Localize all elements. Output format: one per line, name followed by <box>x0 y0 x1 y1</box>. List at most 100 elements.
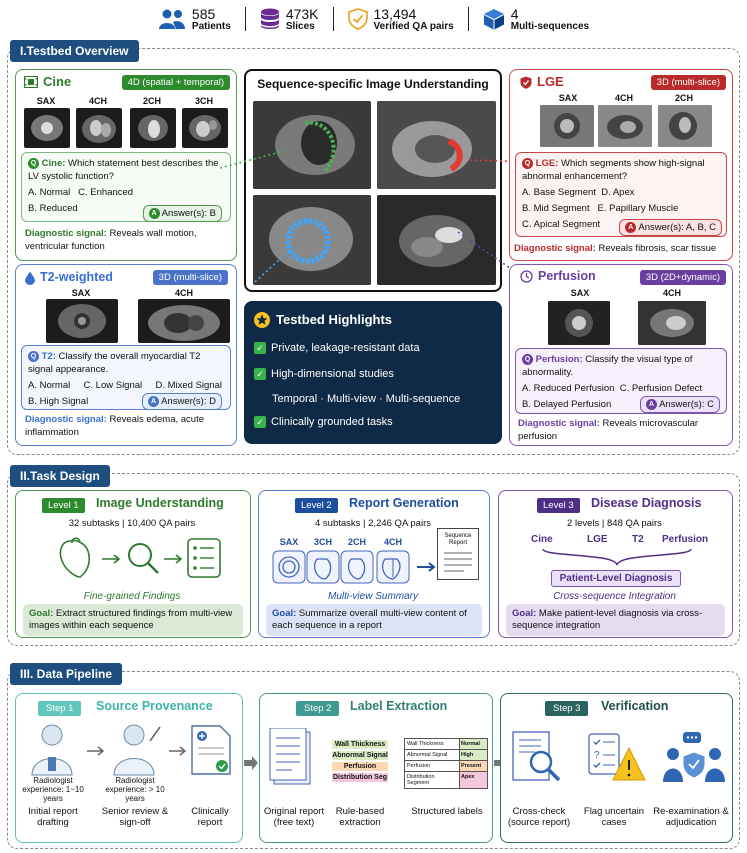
film-icon <box>24 76 38 88</box>
dimension-tag: 3D (multi-slice) <box>152 270 228 285</box>
highlight-item: ✓Private, leakage-resistant data <box>254 342 420 355</box>
step-badge: Step 1 <box>38 701 82 716</box>
clinical-report-icon <box>191 725 231 775</box>
mri-image-t2 <box>253 195 371 285</box>
view-label: 3CH <box>194 96 213 106</box>
sequence-label: LGE <box>587 534 608 545</box>
option: C. Perfusion Defect <box>619 383 703 394</box>
view-label: SAX <box>36 96 56 106</box>
view-label: 2CH <box>674 93 693 103</box>
step-arrow-icon <box>244 756 258 770</box>
stat-value: 473K <box>285 5 319 22</box>
option: B. Reduced <box>28 203 78 214</box>
option: B. Mid Segment <box>522 203 590 214</box>
level-badge: Level 2 <box>295 498 338 513</box>
droplet-icon <box>25 271 35 285</box>
panel-title: Sequence-specific Image Understanding <box>257 77 489 91</box>
option: D. Apex <box>601 187 635 198</box>
arrow-icon <box>417 562 436 572</box>
level2-panel: Level 2 Report Generation 4 subtasks | 2… <box>258 490 490 638</box>
stat-value: 4 <box>510 5 519 22</box>
step-title: Label Extraction <box>350 699 448 713</box>
table-cell: Normal <box>459 739 487 749</box>
highlight-text: Private, leakage-resistant data <box>271 342 420 354</box>
highlights-box: Testbed Highlights ✓Private, leakage-res… <box>244 301 502 444</box>
goal-label: Goal: <box>29 608 54 619</box>
answer-text: Answer(s): B <box>161 208 216 219</box>
diag-text: Reveals edema, acute inflammation <box>25 414 204 438</box>
mri-image-lge <box>377 101 496 189</box>
mri-image-perfusion <box>377 195 496 285</box>
table-cell: Wall Thickness <box>407 741 444 747</box>
level-subtitle: 2 levels | 848 QA pairs <box>567 518 662 529</box>
mri-image <box>46 299 118 343</box>
highlight-item: ✓Clinically grounded tasks <box>254 416 393 429</box>
stat-label: Verified QA pairs <box>373 20 454 32</box>
option: B. Delayed Perfusion <box>522 399 612 410</box>
view-label: 4CH <box>88 96 107 106</box>
view-label: 4CH <box>662 288 681 298</box>
mri-image <box>540 105 594 147</box>
step-title: Source Provenance <box>96 699 213 713</box>
question-text: Which segments show high-signal abnormal… <box>522 158 705 182</box>
report-icon: Sequence Report <box>437 528 479 580</box>
option: A. Normal <box>28 187 71 198</box>
question-icon: Q <box>28 157 39 169</box>
question-label: T2: <box>41 351 56 362</box>
mri-image <box>182 108 228 148</box>
highlight-subtext: Temporal · Multi-view · Multi-sequence <box>272 393 461 405</box>
view-label: SAX <box>570 288 590 298</box>
shield-check-icon <box>347 8 368 30</box>
question-label: LGE: <box>535 158 559 169</box>
diag-text: Reveals wall motion, ventricular functio… <box>25 228 197 252</box>
connector-t2 <box>254 249 291 283</box>
mri-image-cine <box>253 101 371 189</box>
mri-image <box>24 108 70 148</box>
goal-label: Goal: <box>512 608 537 619</box>
divider <box>467 7 469 31</box>
answer-badge: A Answer(s): B <box>142 205 222 222</box>
connector-lines <box>219 149 536 283</box>
arrow-icon <box>87 746 105 756</box>
option: C. Apical Segment <box>522 219 601 230</box>
mri-image <box>76 108 122 148</box>
highlight-item: ✓High-dimensional studies <box>254 368 394 381</box>
level-badge: Level 3 <box>537 498 580 513</box>
step-caption: Clinically report <box>191 806 229 828</box>
diag-label: Diagnostic signal: <box>25 228 107 239</box>
option: C. Enhanced <box>78 187 134 198</box>
shield-icon <box>520 76 532 89</box>
sequence-label: Perfusion <box>662 534 709 545</box>
level-title: Report Generation <box>349 496 459 510</box>
stat-label: Multi-sequences <box>510 20 590 32</box>
step-badge: Step 2 <box>296 701 340 716</box>
view-label: 2CH <box>142 96 161 106</box>
arrow-icon <box>102 554 121 564</box>
stat-label: Patients <box>191 20 231 32</box>
step-caption: Rule-based extraction <box>335 806 385 828</box>
question-label: Perfusion: <box>535 354 583 365</box>
answer-icon: A <box>625 221 637 233</box>
svg-text:?: ? <box>594 750 600 761</box>
option: A. Reduced Perfusion <box>522 383 615 394</box>
question-label: Cine: <box>41 158 66 169</box>
option: C. Low Signal <box>83 380 143 391</box>
diagnostic-signal: Diagnostic signal: Reveals fibrosis, sca… <box>514 242 732 255</box>
view-label: 3CH <box>313 537 332 547</box>
option: A. Base Segment <box>522 187 596 198</box>
lge-panel: LGE 3D (multi-slice) SAX 4CH 2CH Q LGE: … <box>509 69 733 261</box>
dimension-tag: 4D (spatial + temporal) <box>121 75 230 90</box>
dimension-tag: 3D (multi-slice) <box>650 75 726 90</box>
goal-text: Make patient-level diagnosis via cross-s… <box>512 608 703 631</box>
highlight-text: High-dimensional studies <box>271 368 394 380</box>
mri-image <box>138 299 230 343</box>
table-cell: Abnormal Signal <box>407 752 448 758</box>
stat-value: 13,494 <box>373 5 417 22</box>
answer-badge: A Answer(s): D <box>141 393 222 410</box>
